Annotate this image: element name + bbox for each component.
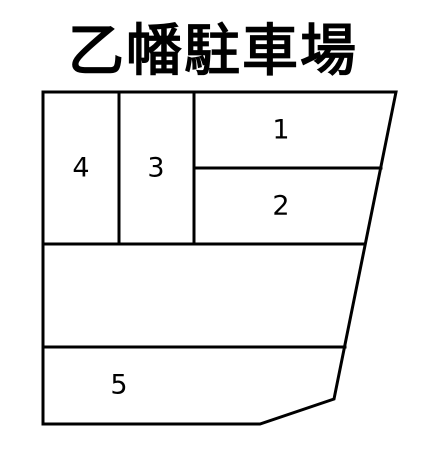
slot-4-label: 4	[72, 153, 89, 184]
parking-lot-title: 乙幡駐車場	[68, 19, 358, 84]
slot-1-label: 1	[272, 115, 289, 146]
slot-5-label: 5	[110, 370, 127, 401]
slot-3-label: 3	[147, 153, 164, 184]
lot-outline	[41, 90, 398, 426]
slot-2-label: 2	[272, 191, 289, 222]
